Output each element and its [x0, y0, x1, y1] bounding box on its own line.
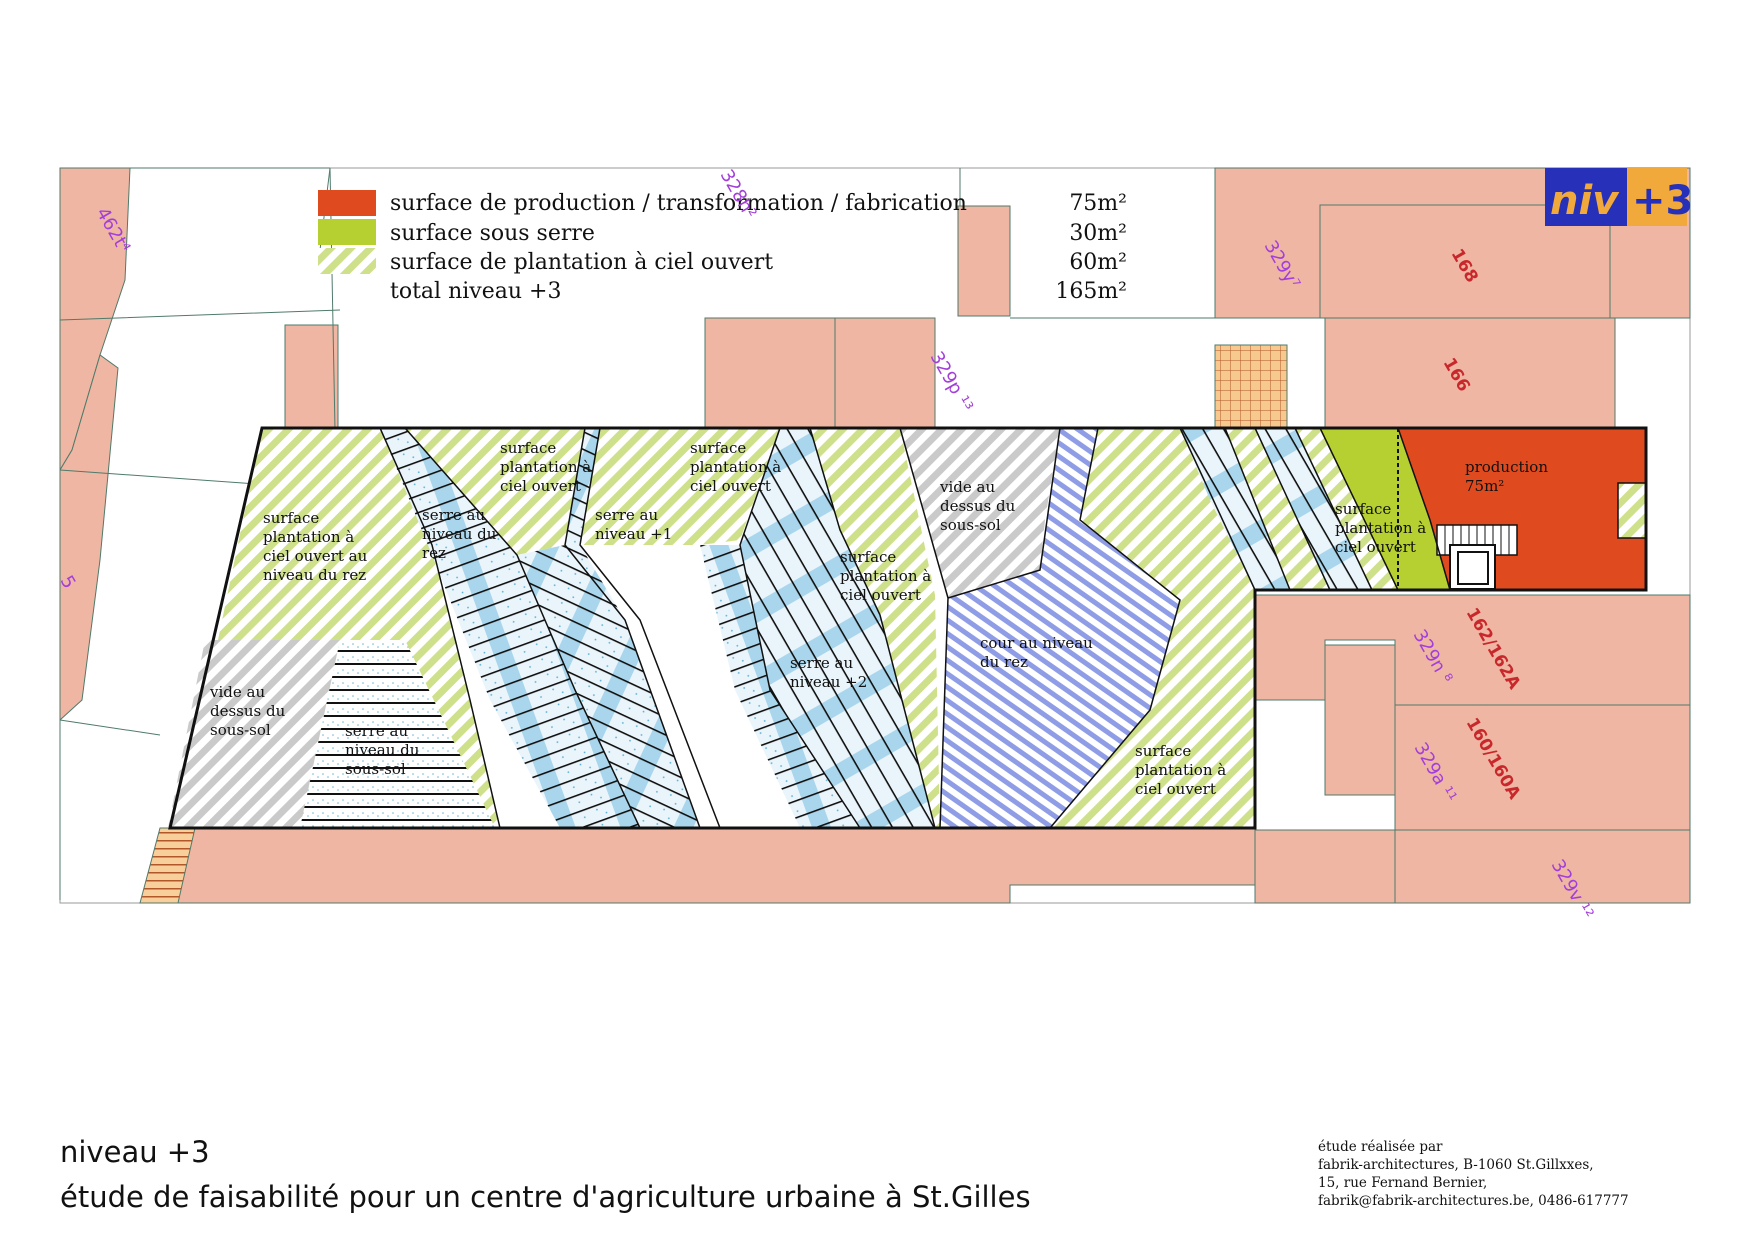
legend-label-production: surface de production / transformation /…	[390, 191, 967, 216]
legend-label-serre: surface sous serre	[390, 221, 595, 246]
level-title: niveau +3	[60, 1135, 210, 1169]
level-badge-prefix: niv	[1550, 178, 1620, 224]
level-badge-suffix: +3	[1632, 178, 1693, 224]
zone-serre-2b	[700, 545, 860, 828]
building-footprint	[168, 426, 1648, 830]
zone-plantation-1	[405, 428, 585, 555]
legend: surface de production / transformation /…	[318, 190, 1127, 304]
credits-line: étude réalisée par	[1318, 1139, 1443, 1155]
zone-serre-sous-sol	[300, 640, 495, 828]
zone-serre-3	[1180, 428, 1290, 590]
zone-serre-rez	[380, 428, 640, 828]
zone-serre-1	[517, 428, 700, 828]
legend-swatch-serre	[318, 219, 376, 245]
level-badge: niv +3	[1545, 168, 1693, 226]
legend-label-plantation: surface de plantation à ciel ouvert	[390, 250, 773, 275]
legend-swatch-production	[318, 190, 376, 216]
credits-line: 15, rue Fernand Bernier,	[1318, 1175, 1488, 1191]
zone-serre-2	[740, 428, 935, 828]
study-title: étude de faisabilité pour un centre d'ag…	[60, 1180, 1031, 1214]
credits-line: fabrik-architectures, B-1060 St.Gillxxes…	[1318, 1157, 1594, 1173]
zone-greenhouse-hatch	[1295, 428, 1398, 590]
zone-serre-4	[1255, 428, 1372, 590]
zone-vide-sous-sol-2	[900, 428, 1060, 598]
legend-label-total: total niveau +3	[390, 279, 561, 304]
zone-plantation-2	[580, 428, 780, 545]
zone-plantation-4	[1050, 428, 1255, 828]
zone-plantation-3	[810, 428, 940, 828]
legend-swatch-plantation	[318, 248, 376, 274]
legend-value-serre: 30m²	[1069, 221, 1127, 246]
credits-block: étude réalisée par fabrik-architectures,…	[1318, 1138, 1629, 1210]
legend-value-total: 165m²	[1055, 279, 1127, 304]
zone-vide-sous-sol-1	[168, 640, 340, 828]
stair-core	[1436, 524, 1518, 590]
legend-value-production: 75m²	[1069, 191, 1127, 216]
credits-line: fabrik@fabrik-architectures.be, 0486-617…	[1318, 1193, 1629, 1209]
zone-cour	[940, 428, 1180, 828]
zone-plantation-5	[1225, 428, 1330, 590]
legend-value-plantation: 60m²	[1069, 250, 1127, 275]
